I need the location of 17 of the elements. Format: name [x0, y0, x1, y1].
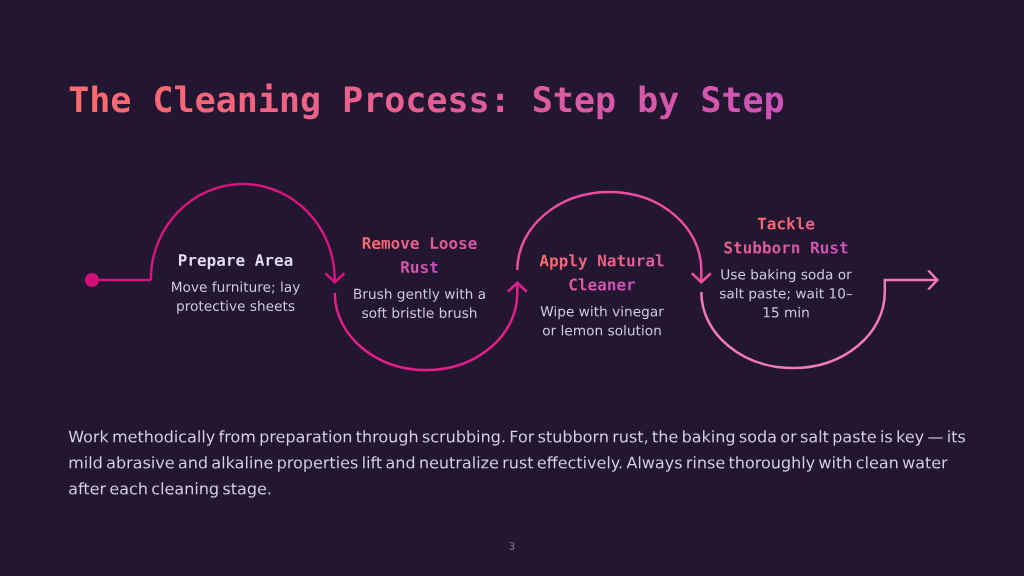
- arrow: [516, 190, 712, 284]
- caption: Work methodically from preparation through scrubbing. For stubborn rust, the baking soda or salt paste is key — its mild abrasive and alkaline properties lift and neutralize rust effectively. Always rinse thoroughly with clean water after each cleaning stage.: [68, 430, 966, 498]
- arrow: [333, 281, 528, 372]
- arrow: [700, 269, 939, 370]
- connector-line: [99, 278, 151, 282]
- page-number: 3: [509, 542, 515, 550]
- step-description: Wipe with vinegar or lemon solution: [540, 305, 664, 336]
- step-description: Use baking soda or salt paste; wait 10–15 min: [720, 268, 853, 318]
- step-heading: Remove Loose Rust: [362, 237, 477, 274]
- arrow: [149, 182, 346, 284]
- step-description: Move furniture; lay protective sheets: [172, 281, 300, 314]
- title: The Cleaning Process: Step by Step: [69, 83, 784, 120]
- start-dot: [85, 273, 99, 287]
- step-heading: Tackle Stubborn Rust: [724, 217, 848, 254]
- step-description: Brush gently with a soft bristle brush: [354, 288, 485, 319]
- step-heading: Prepare Area: [179, 254, 293, 270]
- step-heading: Apply Natural Cleaner: [539, 254, 664, 291]
